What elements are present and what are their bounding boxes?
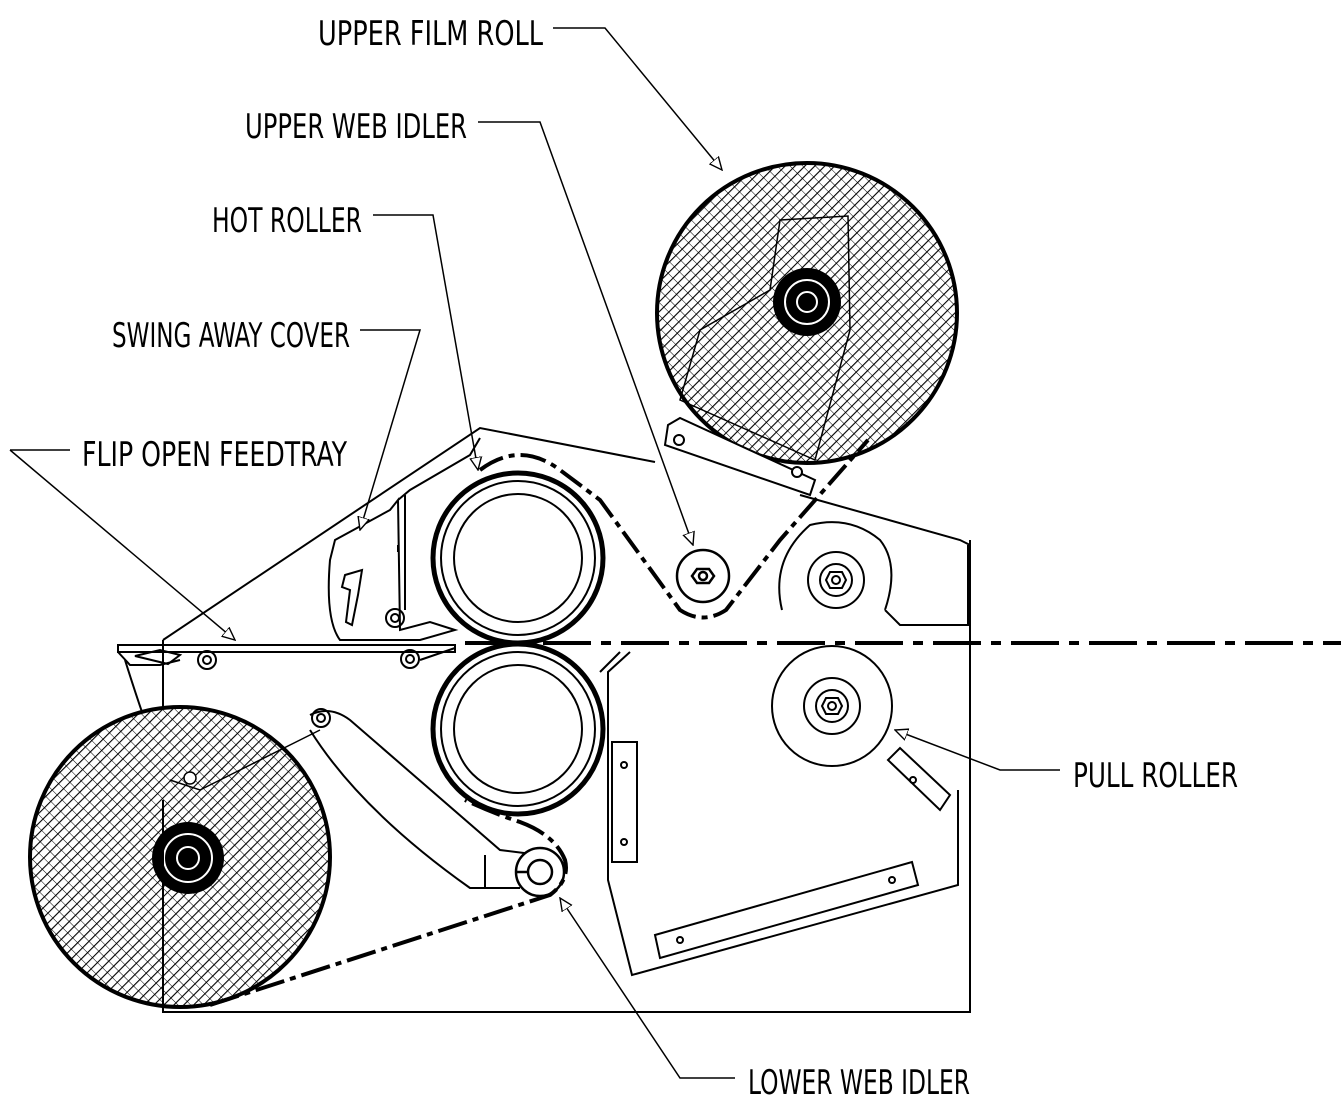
label-swing-away-cover: SWING AWAY COVER [112, 316, 350, 356]
hot-roller-lower [430, 641, 606, 817]
label-flip-open-feedtray: FLIP OPEN FEEDTRAY [82, 435, 347, 475]
leader-hot-roller [373, 214, 478, 470]
label-lower-web-idler: LOWER WEB IDLER [748, 1063, 970, 1099]
lower-web-idler [514, 846, 566, 898]
label-upper-web-idler: UPPER WEB IDLER [245, 107, 467, 147]
upper-roll-bracket [663, 416, 817, 497]
leader-upper-web-idler [478, 121, 693, 545]
lower-film-roll [28, 705, 332, 1012]
lower-film-web [209, 798, 568, 1007]
pull-roller-upper [778, 521, 969, 626]
pull-roller-lower [771, 645, 893, 767]
upper-web-idler [675, 548, 731, 604]
lower-web-idler-arm [309, 708, 541, 889]
upper-film-roll [655, 161, 959, 465]
leader-lower-web-idler [560, 898, 735, 1079]
leader-pull-roller [895, 730, 1060, 771]
upper-film-web [478, 438, 870, 620]
leader-upper-film-roll [553, 27, 722, 170]
hot-roller-upper [430, 470, 606, 646]
labels: UPPER FILM ROLL UPPER WEB IDLER HOT ROLL… [82, 14, 1238, 1103]
label-upper-film-roll: UPPER FILM ROLL [318, 14, 543, 54]
feed-tray [117, 644, 456, 801]
label-pull-roller: PULL ROLLER [1073, 756, 1238, 796]
leader-swing-away-cover [360, 329, 422, 530]
output-guide [599, 651, 959, 977]
leader-flip-open-feedtray-b [9, 449, 235, 640]
label-hot-roller: HOT ROLLER [212, 201, 362, 241]
leader-lines [9, 27, 1060, 1079]
swing-away-cover [327, 437, 481, 641]
